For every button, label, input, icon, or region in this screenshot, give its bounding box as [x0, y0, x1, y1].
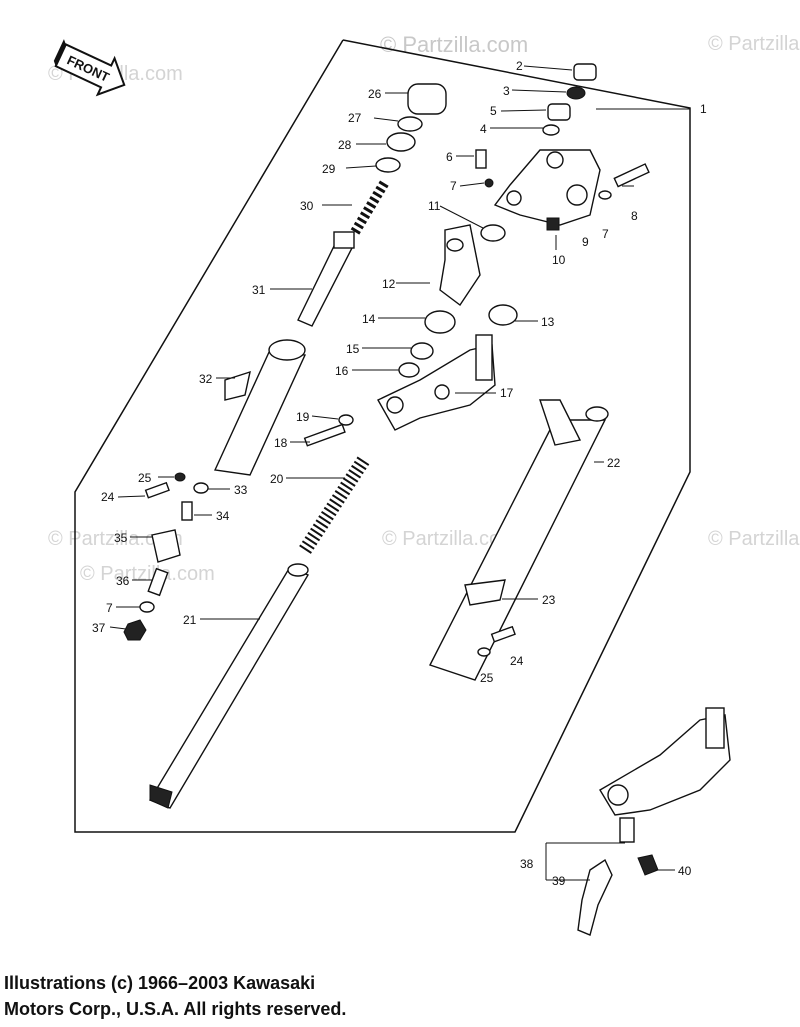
handlebar-holder: [439, 224, 506, 307]
callout-35: 35: [114, 531, 128, 545]
callout-14: 14: [362, 312, 376, 326]
callout-24-left: 24: [101, 490, 115, 504]
watermark-mid-right: © Partzilla.com: [708, 528, 800, 550]
callout-24-right: 24: [510, 654, 524, 668]
callout-6: 6: [446, 150, 453, 164]
lower-bracket: [303, 334, 496, 447]
watermark-mid-left: © Partzilla.com: [48, 528, 183, 550]
callout-1: 1: [700, 102, 707, 116]
copyright-line-2: Motors Corp., U.S.A. All rights reserved…: [4, 999, 347, 1019]
callout-33: 33: [234, 483, 248, 497]
callout-19: 19: [296, 410, 310, 424]
callout-2: 2: [516, 59, 523, 73]
callout-38: 38: [520, 857, 534, 871]
callout-25-left: 25: [138, 471, 152, 485]
callout-20: 20: [270, 472, 284, 486]
watermark-top: © Partzilla.com: [380, 32, 528, 57]
callout-13: 13: [541, 315, 555, 329]
callout-17: 17: [500, 386, 514, 400]
callout-9: 9: [582, 235, 589, 249]
callout-labels: 2 3 5 4 6 7 1 8 9 7 10 11 12 13 14 15 16…: [92, 59, 707, 888]
callout-12: 12: [382, 277, 396, 291]
callout-10: 10: [552, 253, 566, 267]
watermark-mid-center: © Partzilla.com: [382, 528, 517, 550]
assembly-frame: [74, 39, 691, 833]
fork-cap-bolt-parts: [542, 63, 597, 136]
callout-36: 36: [116, 574, 130, 588]
callout-23: 23: [542, 593, 556, 607]
axle-clamp-parts: [123, 529, 181, 641]
callout-11: 11: [428, 199, 441, 213]
callout-18: 18: [274, 436, 288, 450]
inner-tube: [148, 563, 310, 809]
drain-bolt-parts: [144, 472, 209, 521]
left-outer-tube: [213, 339, 307, 476]
callout-34: 34: [216, 509, 230, 523]
fork-spring: [299, 454, 371, 554]
right-outer-tube: [429, 399, 609, 681]
copyright-notice: Illustrations (c) 1966–2003 Kawasaki Mot…: [4, 970, 346, 1022]
callout-22: 22: [607, 456, 621, 470]
callout-4: 4: [480, 122, 487, 136]
upper-spring: [350, 179, 390, 235]
callout-30: 30: [300, 199, 314, 213]
callout-26: 26: [368, 87, 382, 101]
watermarks: © Partzilla.com © Partzilla.com © Partzi…: [48, 32, 800, 585]
callout-37: 37: [92, 621, 106, 635]
damper-rod: [297, 231, 355, 327]
callout-32: 32: [199, 372, 213, 386]
callout-25-right: 25: [480, 671, 494, 685]
callout-21: 21: [183, 613, 197, 627]
callout-40: 40: [678, 864, 692, 878]
callout-3: 3: [503, 84, 510, 98]
callout-31: 31: [252, 283, 266, 297]
callout-5: 5: [490, 104, 497, 118]
callout-28: 28: [338, 138, 352, 152]
callout-15: 15: [346, 342, 360, 356]
callout-16: 16: [335, 364, 349, 378]
callout-7-right: 7: [602, 227, 609, 241]
steering-lock-assembly: [577, 707, 731, 936]
fork-seal-stack: [375, 83, 447, 173]
copyright-line-1: Illustrations (c) 1966–2003 Kawasaki: [4, 973, 316, 993]
callout-8: 8: [631, 209, 638, 223]
callout-7-lower: 7: [106, 601, 113, 615]
callout-7-upper: 7: [450, 179, 457, 193]
callout-29: 29: [322, 162, 336, 176]
leader-lines: [109, 65, 690, 881]
watermark-top-right: © Partzilla.com: [708, 33, 800, 55]
steering-stem-head: [475, 149, 650, 231]
callout-39: 39: [552, 874, 566, 888]
watermark-lower-left: © Partzilla.com: [80, 563, 215, 585]
callout-27: 27: [348, 111, 362, 125]
